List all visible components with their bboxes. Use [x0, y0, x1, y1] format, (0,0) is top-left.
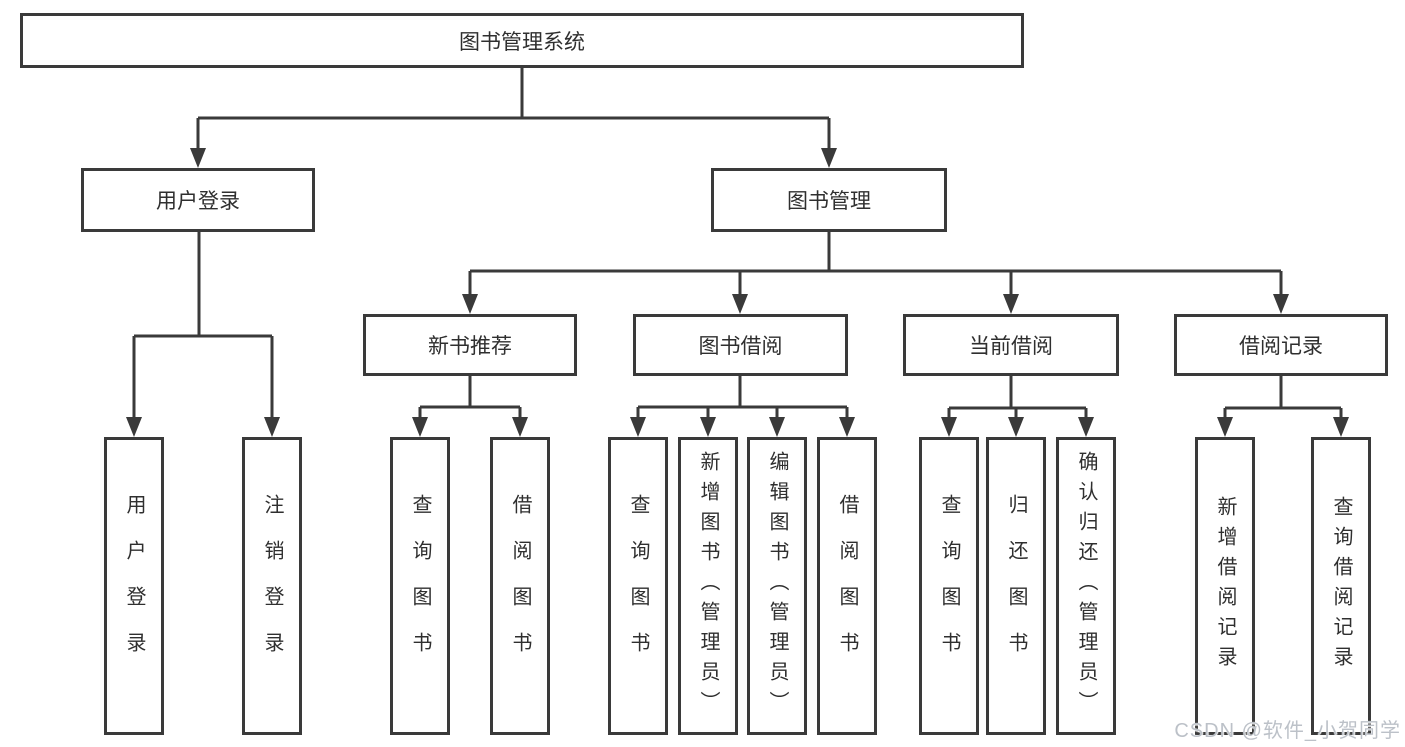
node-borrow-records-label: 借阅记录: [1239, 335, 1323, 358]
leaf-borrow-book-recommend-label: 借阅图书: [509, 494, 531, 678]
leaf-borrow-book: 借阅图书: [817, 437, 877, 735]
leaf-query-borrow-record: 查询借阅记录: [1311, 437, 1371, 735]
leaf-edit-book-admin-label: 编辑图书（管理员）: [766, 451, 788, 721]
leaf-query-book-current-label: 查询图书: [938, 494, 960, 678]
node-root: 图书管理系统: [20, 13, 1024, 68]
leaf-query-book-recommend: 查询图书: [390, 437, 450, 735]
leaf-add-book-admin: 新增图书（管理员）: [678, 437, 738, 735]
node-new-book-recommend-label: 新书推荐: [428, 335, 512, 358]
node-borrow-records: 借阅记录: [1174, 314, 1388, 376]
node-book-borrow-label: 图书借阅: [698, 335, 783, 358]
leaf-query-book-current: 查询图书: [919, 437, 979, 735]
leaf-user-login: 用户登录: [104, 437, 164, 735]
leaf-query-book-borrow: 查询图书: [608, 437, 668, 735]
node-new-book-recommend: 新书推荐: [363, 314, 577, 376]
leaf-confirm-return-admin-label: 确认归还（管理员）: [1075, 451, 1097, 721]
node-root-label: 图书管理系统: [459, 30, 585, 54]
node-book-management-label: 图书管理: [787, 190, 871, 213]
node-book-borrow: 图书借阅: [633, 314, 848, 376]
node-current-borrow: 当前借阅: [903, 314, 1119, 376]
leaf-query-borrow-record-label: 查询借阅记录: [1330, 496, 1352, 676]
connector-path: [132, 68, 1343, 419]
leaf-borrow-book-recommend: 借阅图书: [490, 437, 550, 735]
leaf-add-book-admin-label: 新增图书（管理员）: [697, 451, 719, 721]
leaf-query-book-borrow-label: 查询图书: [627, 494, 649, 678]
node-user-login-label: 用户登录: [156, 190, 240, 213]
node-current-borrow-label: 当前借阅: [969, 335, 1053, 358]
arrowheads: [126, 148, 1349, 437]
leaf-return-book-label: 归还图书: [1005, 494, 1027, 678]
leaf-add-borrow-record-label: 新增借阅记录: [1214, 496, 1236, 676]
leaf-return-book: 归还图书: [986, 437, 1046, 735]
leaf-edit-book-admin: 编辑图书（管理员）: [747, 437, 807, 735]
leaf-user-login-label: 用户登录: [123, 494, 145, 678]
watermark: CSDN @软件_小贺同学: [1174, 720, 1401, 742]
leaf-logout: 注销登录: [242, 437, 302, 735]
leaf-query-book-recommend-label: 查询图书: [409, 494, 431, 678]
node-user-login: 用户登录: [81, 168, 315, 232]
leaf-add-borrow-record: 新增借阅记录: [1195, 437, 1255, 735]
leaf-confirm-return-admin: 确认归还（管理员）: [1056, 437, 1116, 735]
leaf-borrow-book-label: 借阅图书: [836, 494, 858, 678]
leaf-logout-label: 注销登录: [261, 494, 283, 678]
node-book-management: 图书管理: [711, 168, 947, 232]
